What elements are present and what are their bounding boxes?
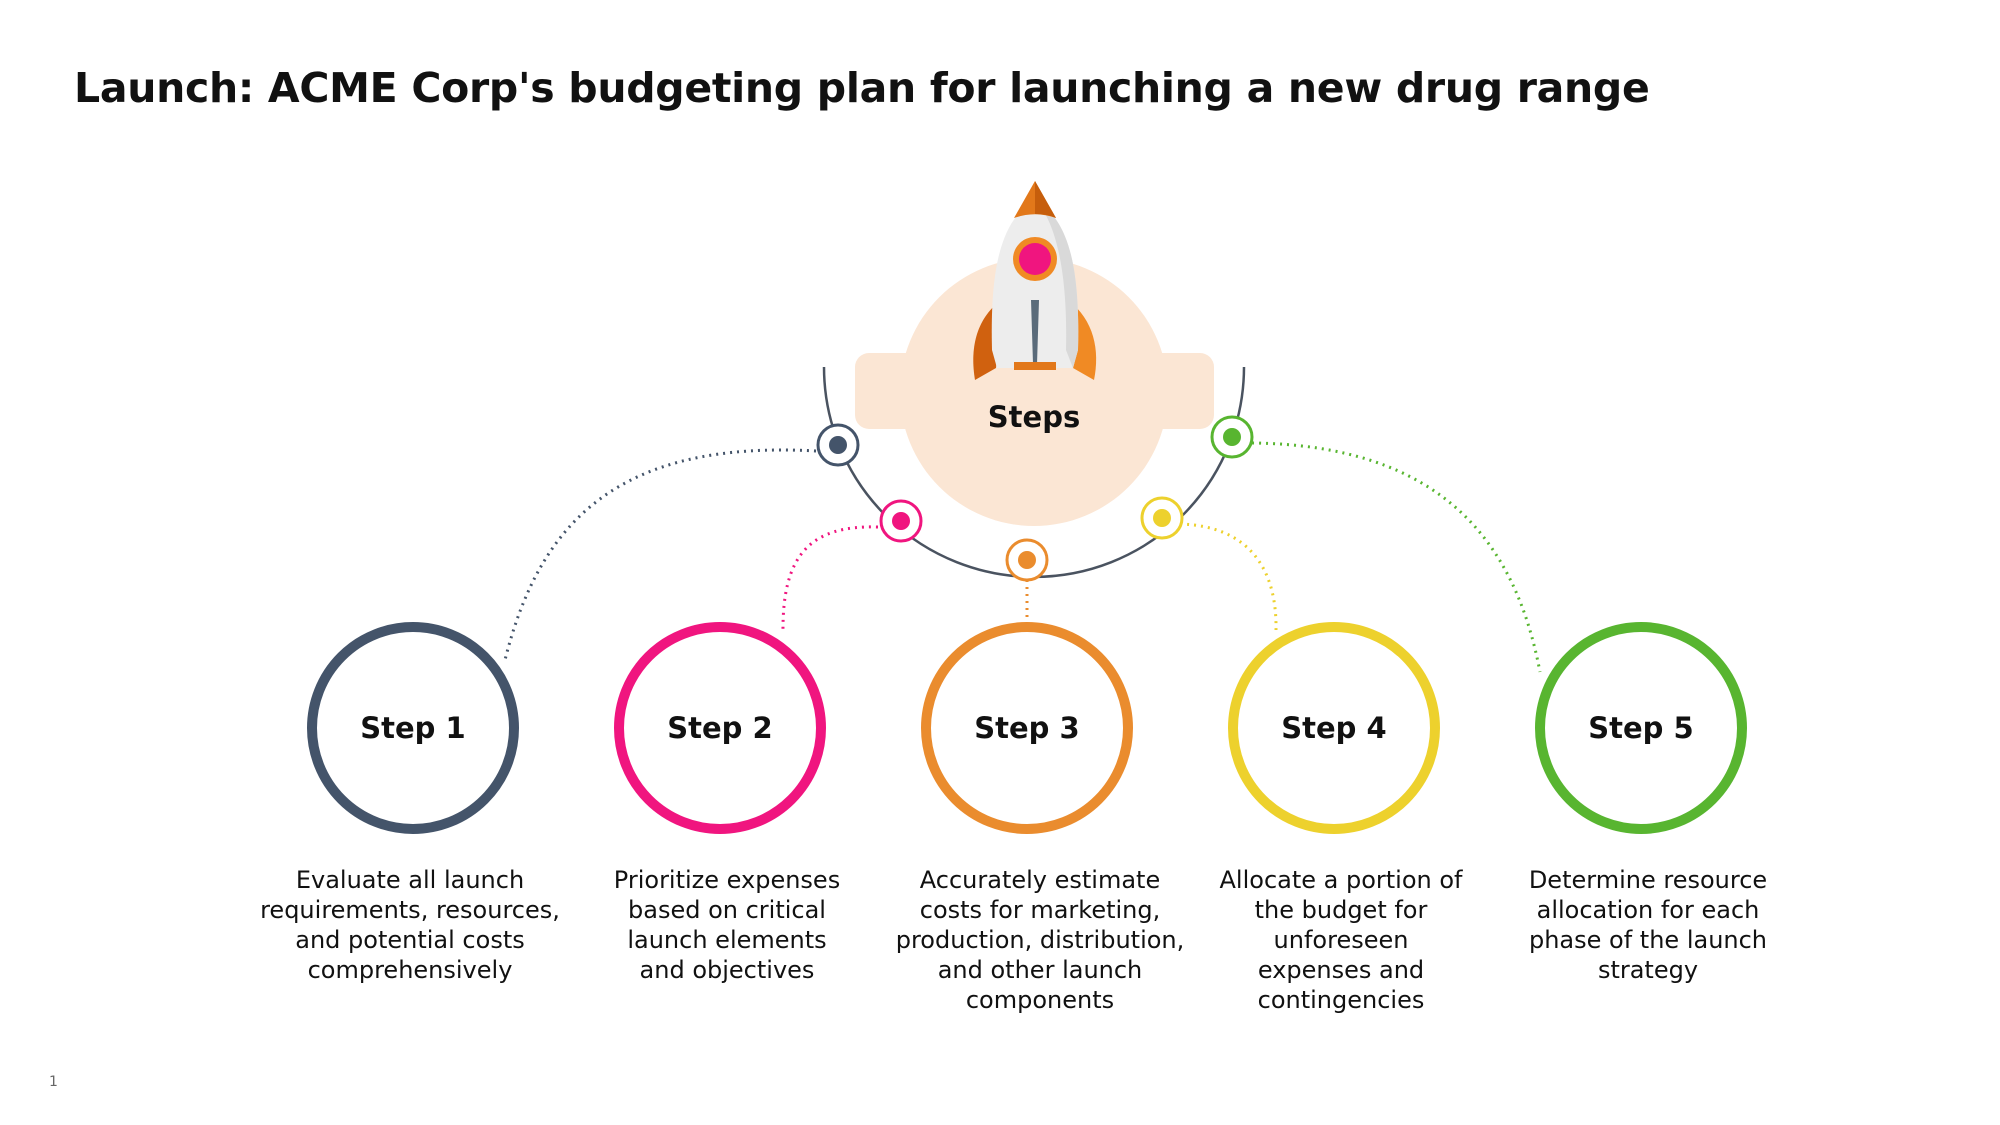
step-1-circle: Step 1	[307, 622, 519, 834]
rocket-icon	[973, 181, 1097, 380]
step-1-description: Evaluate all launch requirements, resour…	[260, 866, 560, 984]
connector-step-1	[503, 448, 817, 661]
step-3-circle: Step 3	[921, 622, 1133, 834]
arc-node-4	[1140, 496, 1184, 540]
step-5-circle: Step 5	[1535, 622, 1747, 834]
step-1-label: Step 1	[360, 711, 466, 745]
step-2-circle: Step 2	[614, 622, 826, 834]
page-number: 1	[49, 1074, 58, 1090]
arc-node-5	[1210, 415, 1254, 459]
step-5-label: Step 5	[1588, 711, 1694, 745]
step-2-description: Prioritize expenses based on critical la…	[613, 866, 841, 984]
arc-node-2	[879, 499, 923, 543]
step-4-label: Step 4	[1281, 711, 1387, 745]
connector-step-2	[781, 525, 879, 634]
hub-circle	[900, 258, 1168, 526]
step-2-label: Step 2	[667, 711, 773, 745]
hub-label: Steps	[987, 400, 1081, 434]
step-5-description: Determine resource allocation for each p…	[1528, 866, 1768, 984]
arc-node-1	[816, 423, 860, 467]
arc-node-3	[1005, 538, 1049, 582]
step-3-description: Accurately estimate costs for marketing,…	[895, 866, 1185, 1014]
step-3-label: Step 3	[974, 711, 1080, 745]
step-4-circle: Step 4	[1228, 622, 1440, 834]
connector-step-4	[1179, 522, 1278, 631]
slide-title: Launch: ACME Corp's budgeting plan for l…	[74, 64, 1650, 112]
connector-step-5	[1251, 441, 1542, 673]
step-4-description: Allocate a portion of the budget for unf…	[1219, 866, 1463, 1014]
